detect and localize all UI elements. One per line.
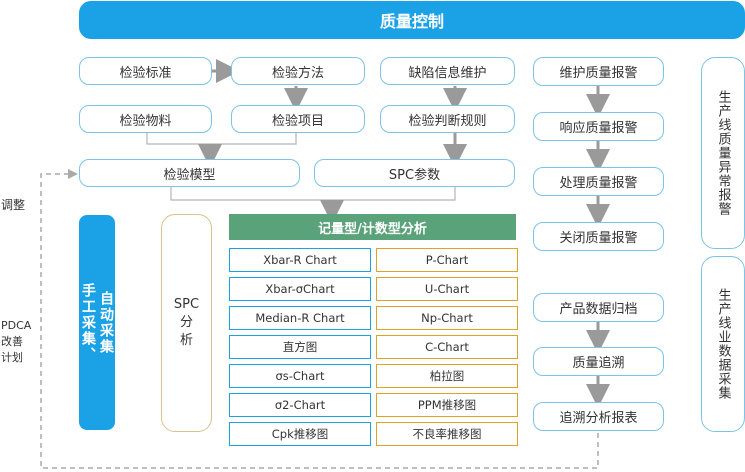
inspection-model-box[interactable]: 检验模型 bbox=[79, 159, 300, 187]
analysis-left-column: Xbar-R Chart Xbar-σChart Median-R Chart … bbox=[229, 248, 371, 446]
pdca-label-line2: 改善 bbox=[1, 335, 23, 348]
analysis-right-column: P-Chart U-Chart Np-Chart C-Chart 柏拉图 PPM… bbox=[376, 248, 518, 446]
pdca-label-line3: 计划 bbox=[1, 351, 23, 364]
pdca-loop-arrowhead bbox=[68, 169, 78, 179]
chart-type-cell[interactable]: σ2-Chart bbox=[229, 393, 371, 417]
inspection-item-box[interactable]: 检验项目 bbox=[231, 105, 365, 133]
data-collection-bar[interactable]: 手工采集、 自动采集 bbox=[79, 215, 115, 430]
line-alarm-collection-box[interactable]: 生产线质量异常报警 bbox=[701, 57, 745, 249]
spc-analysis-line2: 分 bbox=[179, 315, 193, 330]
chart-type-cell[interactable]: 直方图 bbox=[229, 335, 371, 359]
chart-type-cell[interactable]: σs-Chart bbox=[229, 364, 371, 388]
chart-type-cell[interactable]: 柏拉图 bbox=[376, 364, 518, 388]
inspection-method-box[interactable]: 检验方法 bbox=[231, 57, 365, 85]
spc-analysis-line1: SPC bbox=[173, 297, 200, 312]
chart-type-cell[interactable]: U-Chart bbox=[376, 277, 518, 301]
inspection-standard-box[interactable]: 检验标准 bbox=[79, 57, 212, 85]
chart-type-cell[interactable]: C-Chart bbox=[376, 335, 518, 359]
spc-analysis-box[interactable]: SPC 分 析 bbox=[161, 214, 212, 432]
collection-line2: 自动采集 bbox=[98, 290, 114, 355]
adjust-label: 调整 bbox=[1, 198, 26, 212]
chart-type-cell[interactable]: Np-Chart bbox=[376, 306, 518, 330]
pdca-feedback-loop bbox=[40, 173, 599, 469]
quality-trace-box[interactable]: 质量追溯 bbox=[533, 347, 664, 376]
inspection-material-box[interactable]: 检验物料 bbox=[79, 105, 212, 133]
line-business-collection-box[interactable]: 生产线业数据采集 bbox=[701, 256, 745, 432]
alarm-respond-box[interactable]: 响应质量报警 bbox=[533, 112, 664, 141]
chart-type-cell[interactable]: 不良率推移图 bbox=[376, 422, 518, 446]
chart-type-cell[interactable]: Cpk推移图 bbox=[229, 422, 371, 446]
merge-line-row2 bbox=[146, 133, 297, 145]
chart-type-cell[interactable]: PPM推移图 bbox=[376, 393, 518, 417]
alarm-close-box[interactable]: 关闭质量报警 bbox=[533, 222, 664, 251]
spc-analysis-line3: 析 bbox=[179, 333, 193, 348]
chart-type-cell[interactable]: Xbar-R Chart bbox=[229, 248, 371, 272]
chart-type-cell[interactable]: P-Chart bbox=[376, 248, 518, 272]
quality-control-header: 质量控制 bbox=[79, 1, 745, 39]
alarm-handle-box[interactable]: 处理质量报警 bbox=[533, 167, 664, 196]
pdca-label-line1: PDCA bbox=[1, 319, 32, 332]
inspection-rules-box[interactable]: 检验判断规则 bbox=[380, 105, 515, 133]
merge-line-row3 bbox=[170, 187, 456, 201]
pdca-label: PDCA 改善 计划 bbox=[1, 318, 31, 366]
chart-type-cell[interactable]: Xbar-σChart bbox=[229, 277, 371, 301]
collection-line1: 手工采集、 bbox=[80, 282, 96, 363]
spc-params-box[interactable]: SPC参数 bbox=[314, 159, 515, 187]
analysis-title: 记量型/计数型分析 bbox=[229, 214, 516, 240]
trace-report-box[interactable]: 追溯分析报表 bbox=[533, 402, 664, 431]
chart-type-cell[interactable]: Median-R Chart bbox=[229, 306, 371, 330]
alarm-maintain-box[interactable]: 维护质量报警 bbox=[533, 57, 664, 86]
product-archive-box[interactable]: 产品数据归档 bbox=[533, 293, 664, 322]
defect-maintenance-box[interactable]: 缺陷信息维护 bbox=[380, 57, 515, 85]
